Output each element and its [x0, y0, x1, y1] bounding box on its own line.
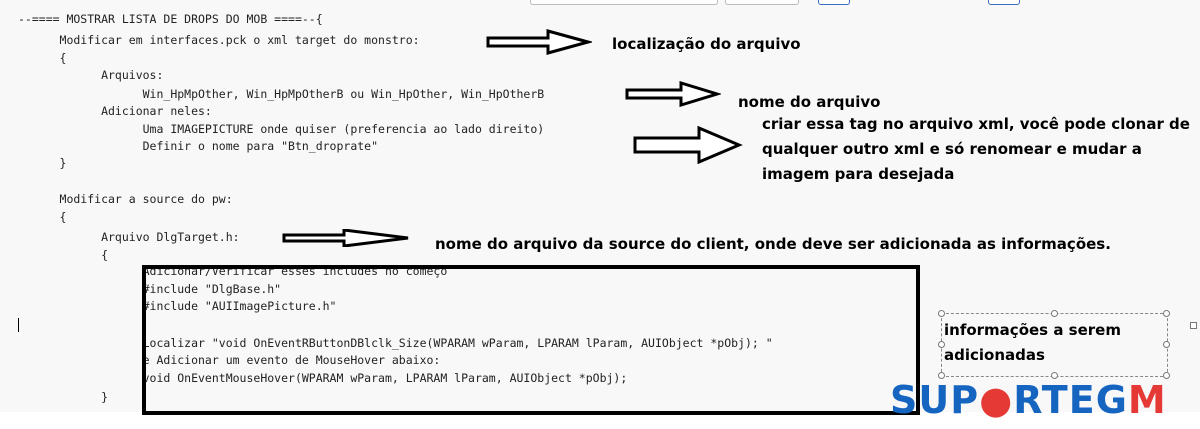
arrow-right-icon [282, 229, 409, 247]
highlight-box [142, 265, 920, 415]
resize-handle[interactable] [938, 372, 945, 379]
rotate-handle[interactable] [1190, 322, 1197, 329]
annotation-create-tag: criar essa tag no arquivo xml, você pode… [762, 115, 1190, 183]
toolbar-button[interactable] [818, 0, 850, 5]
resize-handle[interactable] [1051, 310, 1058, 317]
code-line: Uma IMAGEPICTURE onde quiser (preferenci… [18, 122, 545, 136]
toolbar-button[interactable] [988, 0, 1020, 5]
code-line: { [18, 248, 109, 262]
code-line: void OnEventMouseHover(WPARAM wParam, LP… [18, 371, 628, 385]
code-line: Localizar "void OnEventRButtonDBlclk_Siz… [18, 336, 773, 350]
code-line: Definir o nome para "Btn_droprate" [18, 139, 379, 153]
code-line: { [18, 210, 67, 224]
arrow-right-icon [625, 81, 721, 107]
code-line: { [18, 51, 67, 65]
code-line: Win_HpMpOther, Win_HpMpOtherB ou Win_HpO… [18, 87, 545, 101]
text-cursor [18, 318, 19, 332]
code-line: Adicionar neles: [18, 104, 212, 118]
toolbar-dropdown[interactable] [725, 0, 799, 5]
annotation-file-name: nome do arquivo [738, 93, 881, 111]
code-line: #include "AUIImagePicture.h" [18, 299, 337, 313]
chat-bubble-icon: ● [979, 378, 1014, 422]
suportegm-logo: SUP●RTEGM [890, 378, 1167, 422]
resize-handle[interactable] [1051, 372, 1058, 379]
code-line: Modificar a source do pw: [18, 192, 233, 206]
arrow-right-icon [633, 126, 743, 164]
code-line: --==== MOSTRAR LISTA DE DROPS DO MOB ===… [18, 12, 323, 26]
annotation-source-file: nome do arquivo da source do client, ond… [435, 235, 1111, 253]
code-line: e Adicionar um evento de MouseHover abai… [18, 353, 441, 367]
code-line: Modificar em interfaces.pck o xml target… [18, 33, 420, 47]
resize-handle[interactable] [938, 341, 945, 348]
code-line: Arquivo DlgTarget.h: [18, 230, 240, 244]
code-line: Arquivos: [18, 68, 164, 82]
annotation-info-added: informações a serem adicionadas [944, 321, 1121, 364]
arrow-right-icon [486, 29, 592, 55]
resize-handle[interactable] [1163, 372, 1170, 379]
code-line: } [18, 390, 109, 404]
toolbar-dropdown[interactable] [530, 0, 718, 5]
resize-handle[interactable] [938, 310, 945, 317]
annotation-file-location: localização do arquivo [612, 35, 801, 53]
resize-handle[interactable] [1163, 310, 1170, 317]
resize-handle[interactable] [1163, 341, 1170, 348]
code-line: } [18, 156, 67, 170]
code-line: #include "DlgBase.h" [18, 282, 282, 296]
selected-text-box[interactable]: informações a serem adicionadas [941, 313, 1168, 377]
